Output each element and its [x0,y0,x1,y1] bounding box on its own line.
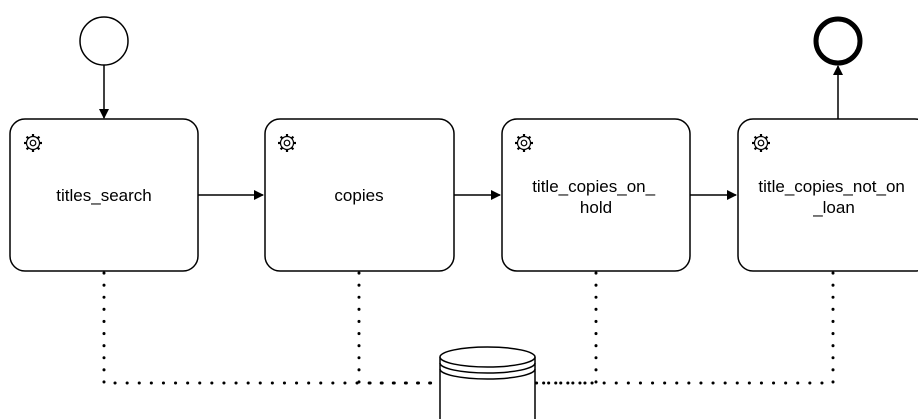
database-cylinder-icon[interactable] [439,346,536,419]
task-label-line: titles_search [56,186,151,205]
svg-text:title_copies_not_on _loa: title_copies_not_on _loan [758,177,909,217]
task-title-copies-not-on-loan[interactable]: title_copies_not_on _loan [737,118,918,272]
svg-text:title_copies_on_ hold: title_copies_on_ hold [532,177,660,217]
task-label-line: title_copies_on_ [532,177,655,196]
task-title-copies-on-hold[interactable]: title_copies_on_ hold [501,118,691,272]
association-titles-search [102,271,442,385]
task-titles-search[interactable]: titles_search [9,118,199,272]
association-copies [357,271,442,385]
start-event-circle[interactable] [79,16,129,66]
task-label-line: hold [580,198,612,217]
svg-text:copies: copies [334,186,383,205]
association-on-hold [533,271,598,385]
task-label-line: copies [334,186,383,205]
svg-text:titles_search: titles_search [56,186,151,205]
association-not-on-loan [533,271,835,385]
task-copies[interactable]: copies [264,118,455,272]
end-event-circle[interactable] [813,16,863,66]
data-associations [102,271,835,385]
task-label-line: _loan [812,198,855,217]
task-label-line: title_copies_not_on [758,177,905,196]
